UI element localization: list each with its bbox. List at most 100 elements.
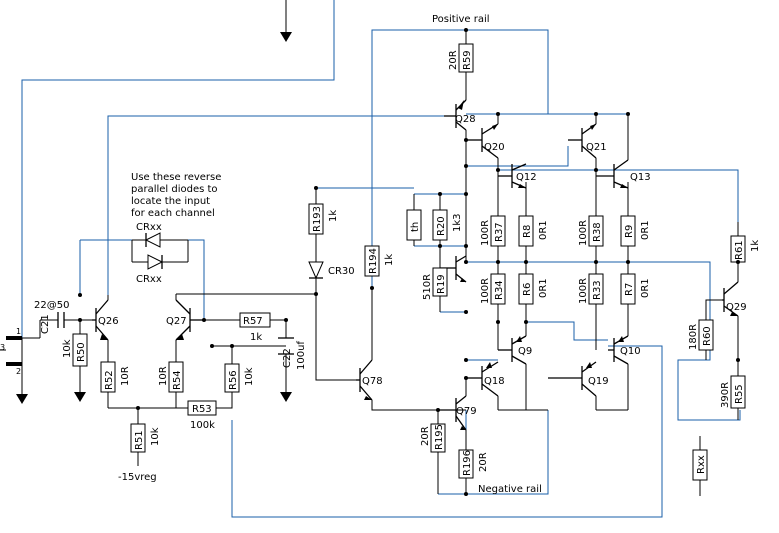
r196-name: R196 [462, 450, 473, 476]
r38-resistor [588, 215, 604, 247]
q9-transistor [498, 335, 527, 410]
r57-value: 1k [250, 332, 262, 343]
q78-transistor [356, 359, 373, 401]
r9-resistor [620, 215, 636, 247]
note-line-3: locate the input [131, 196, 210, 207]
r8-name: R8 [522, 225, 533, 238]
q26-label: Q26 [98, 316, 119, 327]
r6-value: 0R1 [538, 278, 549, 298]
r52-name: R52 [104, 370, 115, 390]
input-connector [0, 336, 23, 366]
c21-capacitor [39, 312, 65, 338]
r61-value: 1k [750, 240, 761, 252]
r7-value: 0R1 [640, 278, 651, 298]
q18-transistor [466, 361, 548, 411]
r9-name: R9 [624, 225, 635, 238]
r8-resistor [518, 215, 534, 247]
r33-resistor [588, 273, 604, 305]
r8-value: 0R1 [538, 220, 549, 240]
q27-transistor [175, 294, 204, 341]
r60-resistor [698, 319, 714, 351]
r37-value: 100R [480, 220, 491, 246]
r51-value: 10k [150, 427, 161, 446]
r196-value: 20R [478, 452, 489, 472]
r53-name: R53 [192, 404, 212, 415]
r55-resistor [730, 375, 746, 409]
rxx-name: Rxx [696, 455, 707, 474]
r52-resistor [100, 361, 116, 393]
blue-wires [21, 0, 741, 518]
r56-value: 10k [244, 367, 255, 386]
r57-name: R57 [243, 316, 263, 327]
c22-value: 100uf [296, 341, 307, 370]
r20-value: 1k3 [452, 213, 463, 232]
r50-name: R50 [76, 342, 87, 362]
r7-resistor [620, 273, 636, 305]
q21-transistor [568, 114, 597, 170]
r51-resistor [130, 423, 146, 453]
q29-transistor [722, 281, 739, 317]
r19-value: 510R [422, 274, 433, 300]
q79-transistor [438, 378, 467, 431]
r53-resistor [187, 400, 217, 416]
r59-value: 20R [448, 50, 459, 70]
r37-resistor [490, 215, 506, 247]
q10-label: Q10 [620, 346, 641, 357]
c22-ground-arrow [280, 392, 292, 402]
r33-value: 100R [578, 278, 589, 304]
r54-resistor [168, 361, 184, 393]
crxx-bottom-label: CRxx [136, 274, 162, 285]
positive-rail-label: Positive rail [432, 14, 490, 25]
r194-resistor [364, 245, 380, 277]
r53-value: 100k [190, 420, 215, 431]
r54-value: 10R [158, 366, 169, 386]
r6-resistor [518, 273, 534, 305]
cr30-diode [308, 261, 324, 280]
c21-value: 22@50 [34, 300, 69, 311]
q28-transistor [444, 99, 467, 131]
r195-value: 20R [420, 426, 431, 446]
r52-value: 10R [120, 366, 131, 386]
q29-label: Q29 [726, 302, 747, 313]
q20-transistor [466, 114, 499, 170]
q20-label: Q20 [484, 142, 505, 153]
top-ground-arrow [280, 32, 292, 42]
pin-3-label: 3 [0, 343, 5, 352]
q27-label: Q27 [166, 316, 187, 327]
r34-value: 100R [480, 278, 491, 304]
r193-name: R193 [312, 206, 323, 232]
r7-name: R7 [624, 283, 635, 296]
r38-value: 100R [578, 220, 589, 246]
transistors [92, 99, 739, 431]
r50-resistor [72, 333, 88, 367]
crxx-top-label: CRxx [136, 222, 162, 233]
q12-label: Q12 [516, 172, 537, 183]
ground-symbols [16, 32, 292, 404]
c22-capacitor [278, 337, 294, 355]
r6-name: R6 [522, 283, 533, 296]
r56-name: R56 [228, 370, 239, 390]
th-name: th [410, 222, 421, 232]
note-line-2: parallel diodes to [131, 184, 218, 195]
r9-value: 0R1 [640, 220, 651, 240]
connector-ground-arrow [16, 394, 28, 404]
r61-name: R61 [734, 240, 745, 260]
r193-value: 1k [328, 210, 339, 222]
rxx-resistor [692, 449, 708, 481]
r33-name: R33 [592, 280, 603, 300]
black-wires [21, 0, 739, 496]
cr30-label: CR30 [328, 266, 355, 277]
r56-resistor [224, 363, 240, 393]
r54-name: R54 [172, 370, 183, 390]
q9-label: Q9 [518, 346, 532, 357]
r195-name: R195 [434, 424, 445, 450]
th-resistor [406, 209, 422, 241]
r57-resistor [239, 312, 271, 328]
junctions [78, 28, 740, 496]
rotated-labels: R59 20R R193 1k R194 1k th R20 1k3 R19 5… [40, 50, 761, 476]
note-line-1: Use these reverse [131, 172, 221, 183]
q78-label: Q78 [362, 376, 383, 387]
r60-value: 180R [688, 324, 699, 350]
crxx-top-diode [144, 232, 161, 248]
